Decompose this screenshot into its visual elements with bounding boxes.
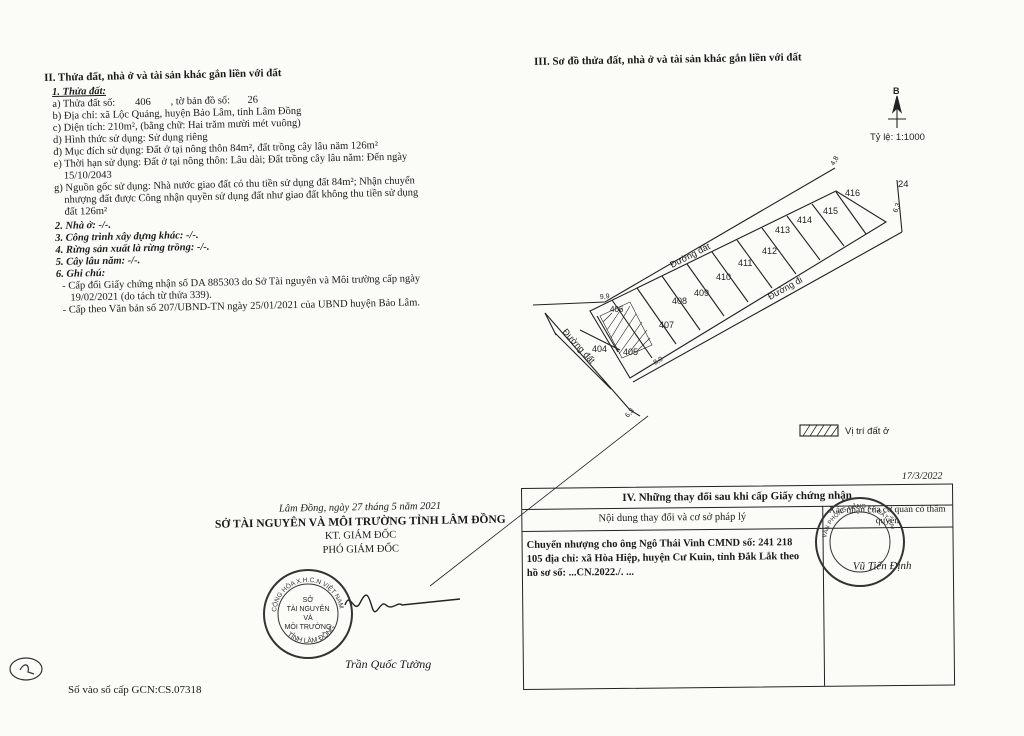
lot-411: 411 (738, 258, 752, 268)
signature-scribble-icon (344, 594, 461, 613)
edge-label-24: 24 (898, 179, 909, 190)
svg-text:TÀI NGUYÊN: TÀI NGUYÊN (287, 604, 330, 613)
changes-content: Chuyển nhượng cho ông Ngô Thái Vinh CMND… (527, 536, 822, 581)
hatch-area (599, 301, 653, 359)
lot-407: 407 (659, 320, 674, 330)
scale-text: Tỷ lệ: 1:1000 (870, 132, 925, 143)
lot-415: 415 (823, 206, 838, 216)
svg-text:SỞ: SỞ (303, 595, 314, 604)
book-number: Số vào sổ cấp GCN:CS.07318 (68, 684, 202, 696)
lot-409: 409 (694, 288, 709, 298)
edge-label-48: 4,8 (830, 155, 841, 167)
edge-label-80: 8,0 (653, 356, 665, 367)
edge-label-99: 9,9 (600, 293, 610, 301)
change-date: 17/3/2022 (901, 470, 943, 483)
legend-text: Vị trí đất ở (845, 426, 889, 437)
lot-dividers (579, 191, 867, 359)
signature-block: Lâm Đồng, ngày 27 tháng 5 năm 2021 SỞ TÀ… (200, 499, 521, 559)
lot-405: 405 (623, 347, 638, 357)
edge-label-63a: 6,3 (892, 202, 902, 214)
lot-410: 410 (716, 272, 731, 282)
handwritten-mark-icon (9, 657, 43, 681)
road-label-1: Đường đất (668, 241, 712, 270)
svg-text:MÔI TRƯỜNG: MÔI TRƯỜNG (285, 622, 332, 631)
changes-col1: Nội dung thay đổi và cơ sở pháp lý (522, 505, 824, 532)
north-label: B (893, 86, 900, 96)
north-arrow-icon (888, 95, 906, 128)
road-outline (532, 167, 903, 417)
lot-412: 412 (762, 246, 777, 256)
lot-408: 408 (672, 296, 687, 306)
registration-seal-icon: VĂN PHÒNG ĐĂNG KÝ ĐẤT ĐAI (815, 497, 905, 587)
leader-line (429, 415, 649, 587)
lot-414: 414 (797, 215, 812, 225)
lot-413: 413 (775, 225, 790, 235)
lot-416: 416 (845, 188, 860, 198)
signer-name: Trần Quốc Tường (345, 657, 432, 671)
lot-strip (589, 190, 888, 379)
svg-text:VÀ: VÀ (303, 613, 313, 622)
lot-404: 404 (592, 344, 607, 354)
edge-label-63b: 6,3 (624, 407, 636, 419)
lot-406: 406 (610, 305, 624, 314)
content-line-3: hồ sơ số: ...CN.2022./. ... (526, 566, 634, 579)
official-seal-icon: CỘNG HÒA X.H.C.N VIỆT NAM TỈNH LÂM ĐỒNG … (263, 569, 353, 659)
